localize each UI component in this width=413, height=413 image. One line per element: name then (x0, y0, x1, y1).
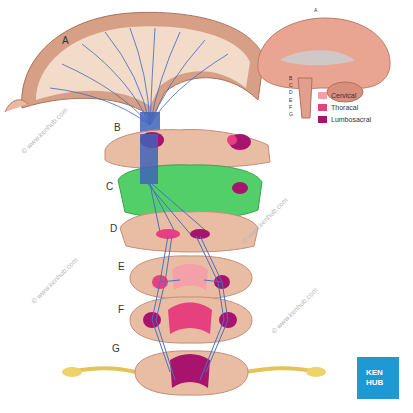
part-letter: F (118, 305, 124, 315)
decussating-fibers (148, 184, 205, 236)
logo-box (357, 357, 399, 399)
part-letter: C (106, 182, 113, 192)
cortex-section (22, 12, 264, 118)
watermark: © www.kenhub.com (270, 286, 319, 335)
white-matter (36, 26, 250, 106)
logo-text: KEN (366, 369, 383, 377)
corpus-callosum (280, 50, 355, 65)
logo-text: HUB (366, 379, 383, 387)
inset-brain (258, 18, 390, 89)
corticospinal-fibers (50, 28, 228, 125)
midbrain-slice (105, 130, 270, 168)
pontine-tract (232, 182, 248, 194)
part-letter: B (114, 123, 121, 133)
legend-text: Lumbosacral (331, 116, 371, 123)
lumbar-cord-slice (135, 351, 248, 395)
inset-letter: D (289, 90, 293, 95)
legend-text: Thoracal (331, 104, 358, 111)
legend-row: Thoracal (318, 104, 358, 111)
part-letter: G (112, 344, 120, 354)
pyramid (190, 229, 210, 239)
part-letter: D (110, 224, 117, 234)
inset-letter: B (289, 76, 292, 81)
cervical-cord-slice (130, 256, 252, 299)
temporal-lobe (5, 100, 28, 112)
legend-text: Cervical (331, 92, 356, 99)
pons-slice (118, 165, 262, 219)
legend-swatch (318, 116, 327, 123)
descending-fibers (152, 236, 228, 380)
inset-brainstem (298, 78, 312, 118)
legend-swatch (318, 104, 327, 111)
legend-swatch (318, 92, 327, 99)
crus-tract (227, 135, 237, 145)
watermark: © www.kenhub.com (20, 106, 69, 155)
inset-letter: A (314, 8, 317, 13)
thoracic-cord-slice (130, 297, 252, 343)
inset-cerebellum (327, 82, 363, 102)
part-letter: E (118, 262, 125, 272)
watermark: © www.kenhub.com (30, 256, 79, 305)
fiber-bundle (140, 134, 158, 184)
ganglion (62, 367, 82, 377)
inset-letter: G (289, 112, 293, 117)
ganglion (306, 367, 326, 377)
legend-row: Lumbosacral (318, 116, 371, 123)
gray-matter (168, 303, 212, 335)
gray-matter (172, 264, 208, 290)
legend-row: Cervical (318, 92, 356, 99)
inset-letter: E (289, 98, 292, 103)
part-letter: A (62, 36, 69, 46)
inset-letter: F (289, 105, 292, 110)
inset-letter: C (289, 83, 293, 88)
